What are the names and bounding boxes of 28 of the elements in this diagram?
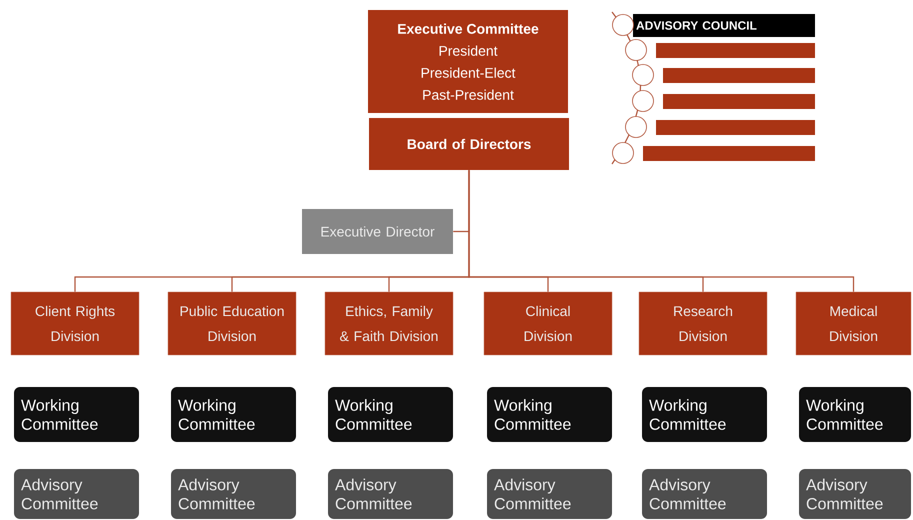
committee-box: Advisory Committee (14, 469, 139, 519)
committee-box: Working Committee (328, 387, 453, 442)
committee-box: Advisory Committee (799, 469, 911, 519)
committee-box: Working Committee (799, 387, 911, 442)
division-box: Medical Division (796, 292, 912, 356)
committee-box: Working Committee (642, 387, 767, 442)
council-bar (656, 120, 815, 135)
committee-box: Working Committee (171, 387, 296, 442)
council-bar (656, 43, 815, 58)
committee-box: Advisory Committee (487, 469, 612, 519)
council-bar (643, 146, 815, 161)
council-bar (663, 94, 815, 109)
committee-box: Working Committee (14, 387, 139, 442)
committee-box: Working Committee (487, 387, 612, 442)
director-box: Executive Director (302, 209, 453, 254)
board-box: Board of Directors (369, 118, 569, 170)
council-title-bar: ADVISORY COUNCIL (633, 14, 815, 37)
division-box: Research Division (638, 292, 768, 356)
exec-committee-box: Executive Committee President President-Elect Past-President (368, 10, 568, 113)
division-box: Client Rights Division (10, 292, 140, 356)
committee-box: Advisory Committee (642, 469, 767, 519)
division-box: Ethics, Family & Faith Division (324, 292, 454, 356)
committee-box: Advisory Committee (171, 469, 296, 519)
division-box: Clinical Division (484, 292, 612, 356)
committee-box: Advisory Committee (328, 469, 453, 519)
division-box: Public Education Division (168, 292, 296, 356)
council-bar (663, 68, 815, 83)
connector (468, 170, 854, 292)
